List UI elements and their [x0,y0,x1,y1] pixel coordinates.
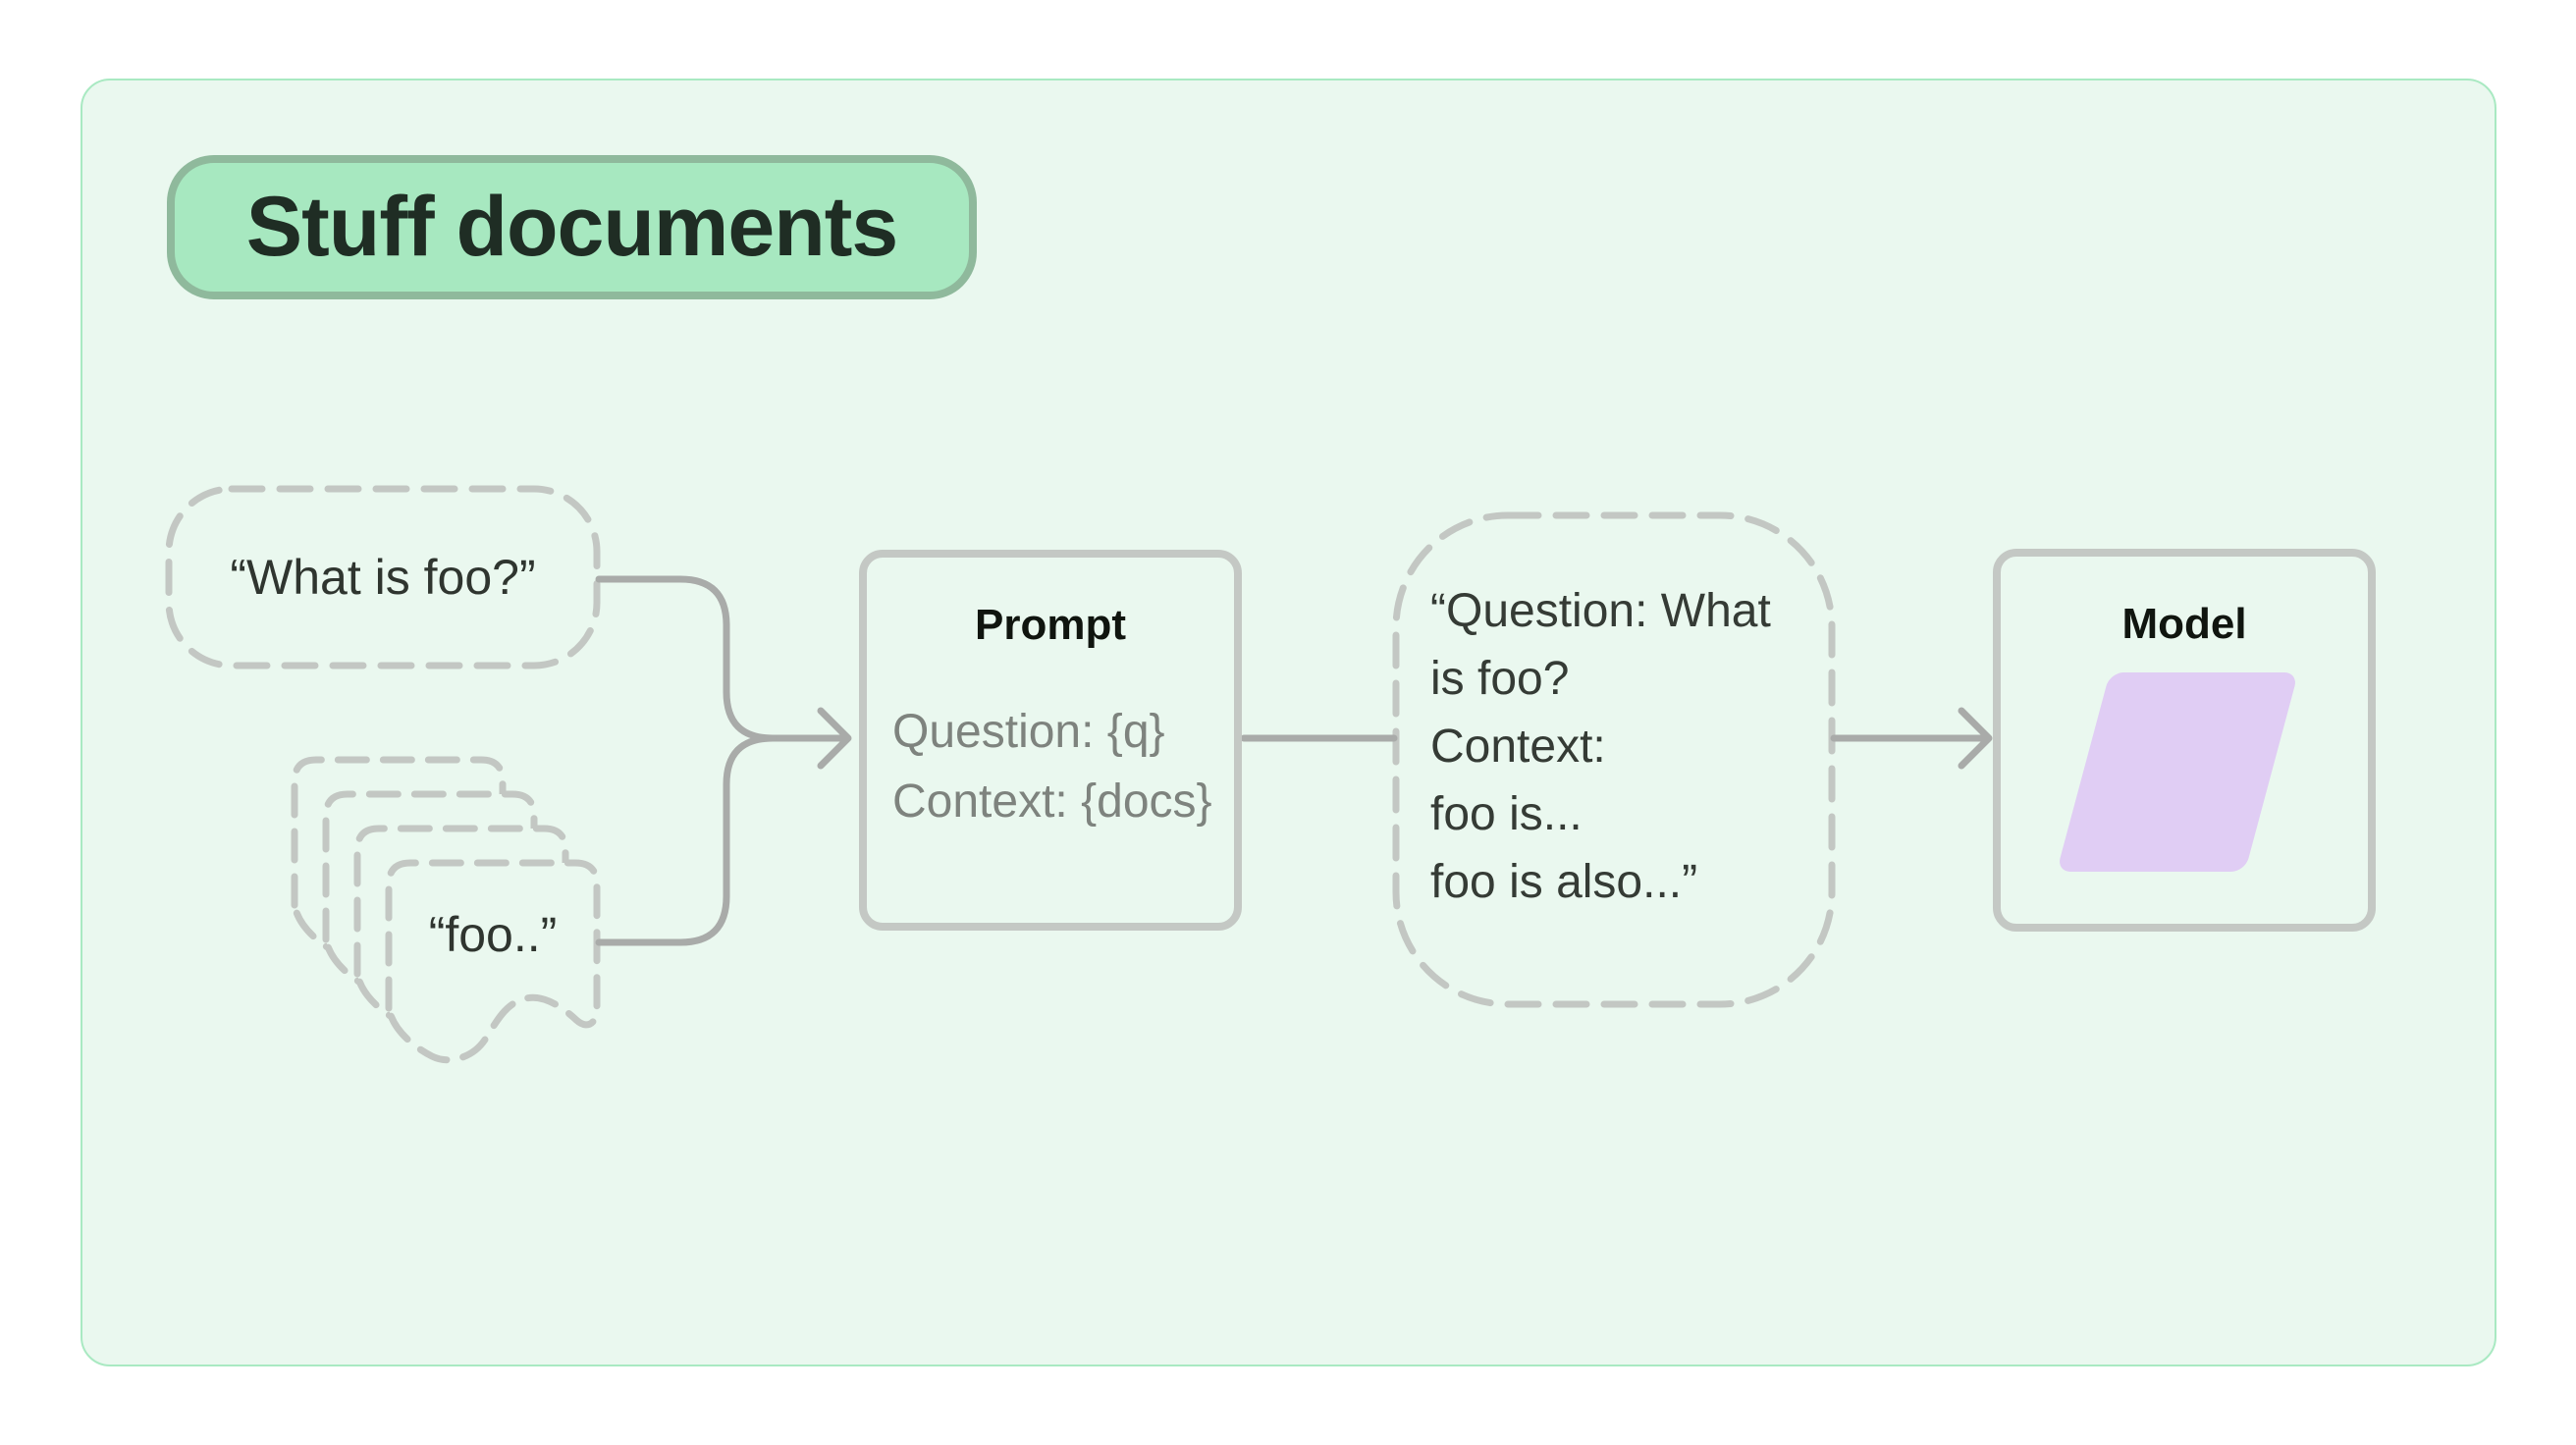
stuffed-prompt-line: foo is also...” [1430,856,1698,908]
question-node-label: “What is foo?” [230,550,536,605]
stuffed-prompt-line: Context: [1430,721,1606,773]
connector-docs-to-merge [595,734,777,946]
prompt-template-lines: Question: {q} Context: {docs} [867,697,1234,836]
model-node-title: Model [2121,600,2247,648]
stuffed-prompt-line: “Question: What [1430,585,1771,637]
prompt-template-context-line: Context: {docs} [892,776,1212,828]
model-parallelogram-icon [2056,672,2299,872]
documents-stack [291,756,601,1064]
docs-node-label: “foo..” [428,907,558,962]
stuffed-prompt-node-outline [1392,511,1836,1008]
prompt-template-question-line: Question: {q} [892,706,1165,758]
arrowhead-into-model-icon [1958,707,1993,770]
document-outline-4 [385,859,601,1064]
prompt-node-title: Prompt [975,601,1126,649]
connector-question-to-merge [595,575,844,742]
stuffed-prompt-line: is foo? [1430,653,1570,705]
model-node: Model [1993,549,2376,932]
question-node-outline [165,485,601,669]
title-badge: Stuff documents [167,155,977,299]
stuffed-prompt-line: foo is... [1430,788,1583,840]
arrowhead-into-prompt-icon [817,707,852,770]
prompt-node: Prompt Question: {q} Context: {docs} [859,550,1242,931]
stuffed-prompt-text: “Question: What is foo? Context: foo is.… [1430,577,1823,916]
